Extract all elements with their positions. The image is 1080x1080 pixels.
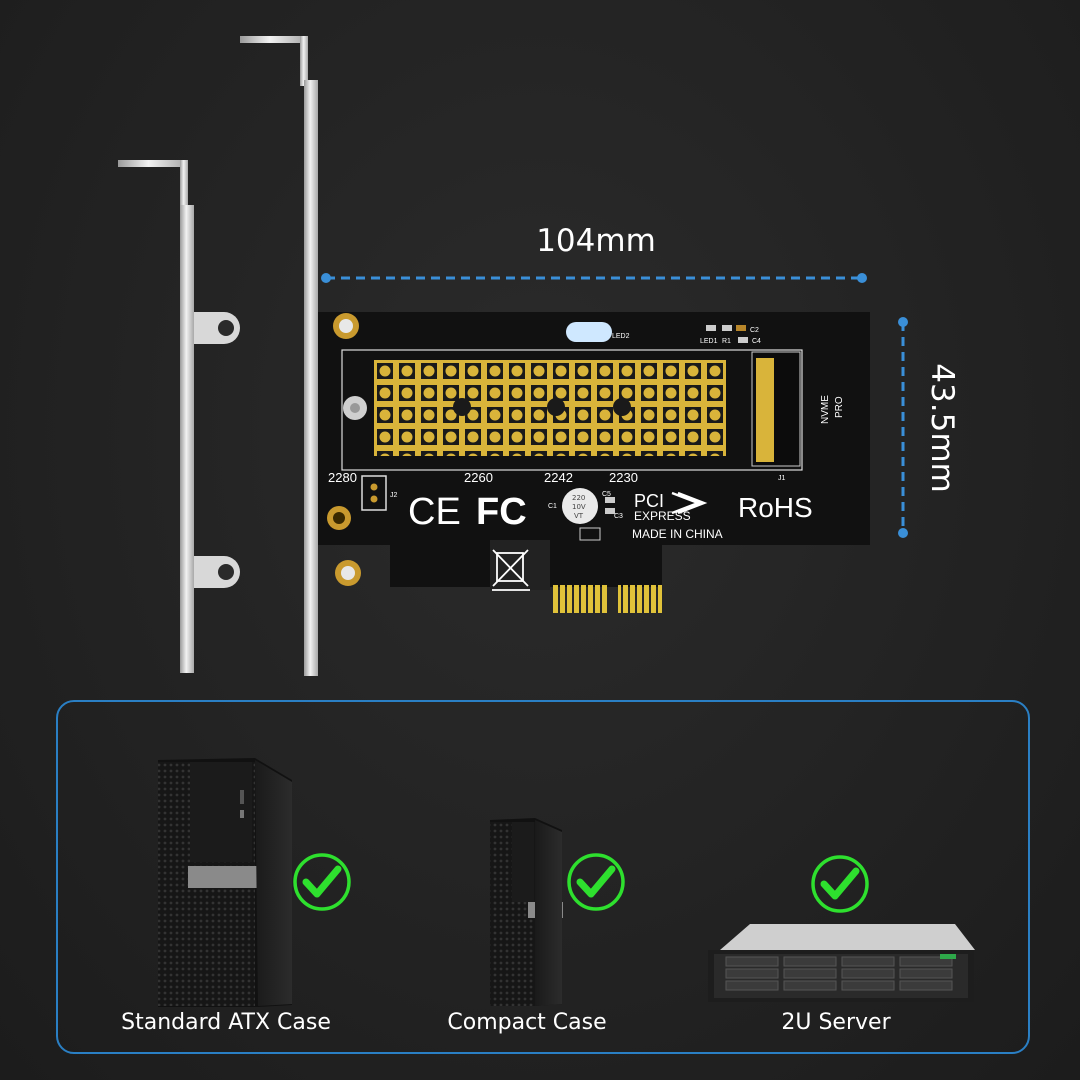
pcie-adapter-card: 2260 2280 2242 2230 CE FC PCI EXPRESS MA… — [318, 312, 870, 613]
width-label: 104mm — [536, 223, 656, 259]
height-dimension: 43.5mm — [898, 317, 960, 538]
led2-label: LED2 — [612, 333, 630, 340]
check-icon — [811, 855, 869, 913]
j2-header — [361, 475, 387, 511]
full-height-bracket — [240, 36, 318, 676]
pci-label: PCI — [634, 491, 664, 511]
c2-label: C2 — [750, 327, 759, 334]
caption-2u-server: 2U Server — [781, 1010, 891, 1035]
caption-standard-atx-case: Standard ATX Case — [121, 1010, 331, 1035]
check-icon — [567, 853, 625, 911]
compatibility-panel — [56, 700, 1030, 1054]
cap-text-mid: 10V — [572, 503, 586, 511]
gold-fingers-left — [551, 585, 609, 613]
gold-fingers-right — [618, 585, 662, 613]
size-mark-2260: 2260 — [464, 470, 493, 485]
c4-label: C4 — [752, 338, 761, 345]
weee-bin-icon — [492, 549, 530, 591]
c3-label: C3 — [614, 513, 623, 520]
fcc-mark: FC — [476, 491, 527, 533]
size-mark-2242: 2242 — [544, 470, 573, 485]
check-icon — [293, 853, 351, 911]
led1-label: LED1 — [700, 338, 718, 345]
r1-label: R1 — [722, 338, 731, 345]
cap-text-bot: VT — [574, 512, 584, 520]
capacitor-c1 — [562, 488, 598, 524]
2u-server-image — [708, 924, 975, 1002]
cap-text-top: 220 — [572, 494, 585, 502]
express-label: EXPRESS — [634, 509, 691, 523]
led2 — [566, 322, 612, 342]
size-mark-2280: 2280 — [328, 470, 357, 485]
size-mark-2230: 2230 — [609, 470, 638, 485]
pro-label: PRO — [834, 396, 845, 418]
low-profile-bracket — [118, 160, 240, 673]
ce-mark: CE — [408, 491, 461, 533]
height-label: 43.5mm — [924, 363, 960, 492]
compact-case-image — [490, 818, 563, 1006]
j1-label: J1 — [778, 475, 786, 482]
standard-atx-case-image — [158, 758, 292, 1007]
c5-label: C5 — [602, 491, 611, 498]
made-in-label: MADE IN CHINA — [632, 527, 723, 541]
width-dimension: 104mm — [321, 223, 867, 283]
nvme-label: NVME — [820, 395, 831, 424]
c1-label: C1 — [548, 503, 557, 510]
pci-express-chevron-icon — [671, 491, 708, 515]
caption-compact-case: Compact Case — [447, 1010, 607, 1035]
j2-label: J2 — [390, 492, 398, 499]
rohs-mark: RoHS — [738, 492, 813, 523]
